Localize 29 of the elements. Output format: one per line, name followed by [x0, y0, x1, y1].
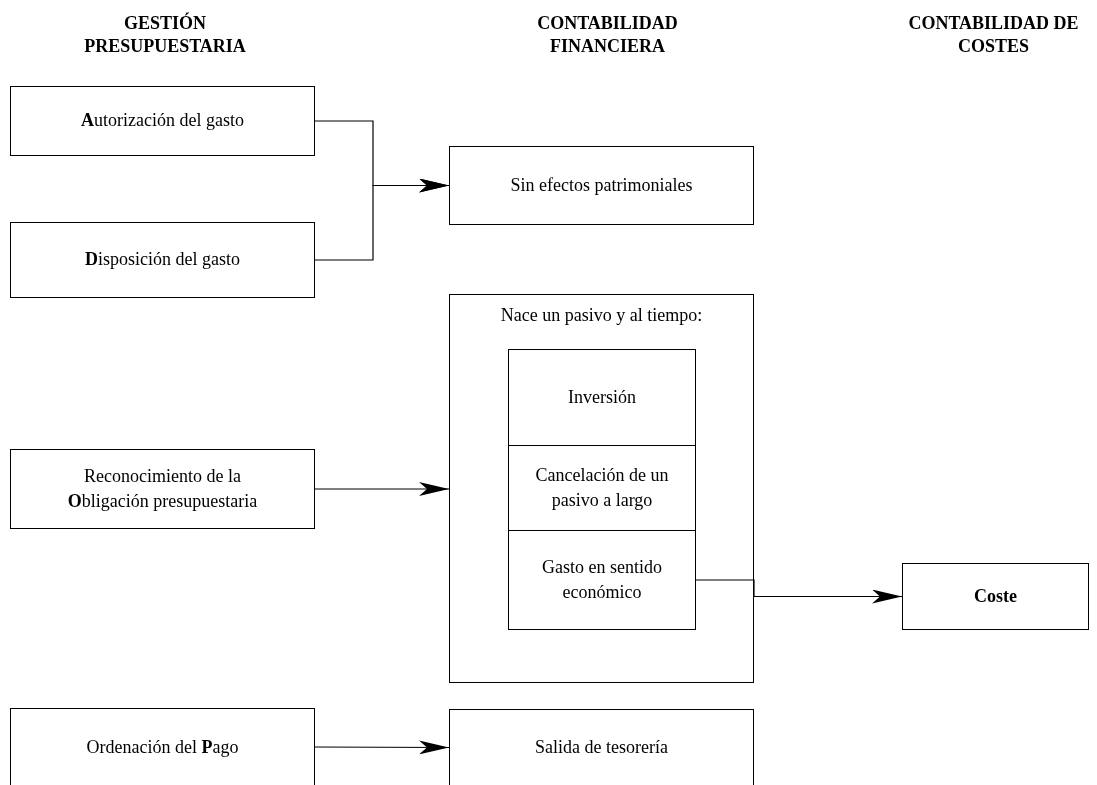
- process-box: [508, 530, 696, 630]
- arrow: [314, 740, 450, 755]
- arrow: [314, 482, 450, 496]
- node-text: Nace un pasivo y al tiempo:: [499, 304, 704, 327]
- process-box: [449, 146, 754, 225]
- node-text: Gasto en sentido económico: [541, 555, 663, 604]
- process-box: [10, 222, 315, 298]
- container-box: [449, 294, 754, 683]
- node-text: Disposición del gasto: [84, 248, 241, 272]
- process-box: [10, 708, 315, 785]
- node-text: Reconocimiento de la Obligación presupuestaria: [66, 464, 259, 513]
- arrow: [314, 178, 450, 261]
- process-box: [449, 709, 754, 785]
- process-box: [902, 563, 1089, 630]
- arrow: [695, 579, 903, 604]
- process-box: [10, 449, 315, 529]
- node-text: Sin efectos patrimoniales: [509, 173, 694, 197]
- node-text: Inversión: [567, 385, 637, 409]
- column-heading: GESTIÓN PRESUPUESTARIA: [83, 12, 247, 59]
- node-text: Coste: [973, 584, 1018, 608]
- process-box: [10, 86, 315, 156]
- process-box: [508, 349, 696, 446]
- node-text: Autorización del gasto: [80, 109, 245, 133]
- node-text: Cancelación de un pasivo a largo: [534, 463, 670, 512]
- node-text: Salida de tesorería: [534, 736, 669, 760]
- process-box: [508, 445, 696, 531]
- node-text: Ordenación del Pago: [85, 735, 240, 759]
- column-heading: CONTABILIDAD DE COSTES: [907, 12, 1080, 59]
- column-heading: CONTABILIDAD FINANCIERA: [536, 12, 679, 59]
